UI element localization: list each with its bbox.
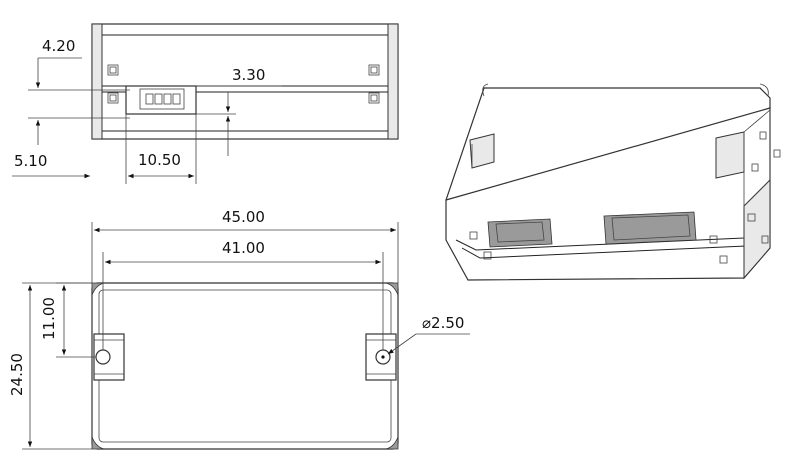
dim-label-10-50: 10.50 bbox=[138, 151, 181, 169]
dim-label-5-10: 5.10 bbox=[14, 152, 47, 170]
left-mount-hole bbox=[95, 349, 111, 365]
dim-label-3-30: 3.30 bbox=[232, 66, 265, 84]
dim-label-41-00: 41.00 bbox=[222, 239, 265, 257]
plan-view-outline bbox=[91, 282, 399, 450]
dim-label-11-00: 11.00 bbox=[40, 297, 58, 340]
dim-label-45-00: 45.00 bbox=[222, 208, 265, 226]
dimension-5-10: 5.10 bbox=[12, 117, 130, 179]
dimension-4-20: 4.20 bbox=[28, 37, 130, 91]
dimension-diameter-2-50: ⌀2.50 bbox=[387, 314, 470, 355]
dimension-41-00: 41.00 bbox=[102, 239, 384, 350]
isometric-view bbox=[445, 83, 781, 281]
dim-label-4-20: 4.20 bbox=[42, 37, 75, 55]
side-view-outline bbox=[91, 23, 399, 140]
dimension-24-50: 24.50 bbox=[8, 282, 92, 450]
dimension-10-50: 10.50 bbox=[125, 114, 197, 184]
dimension-11-00: 11.00 bbox=[40, 282, 96, 358]
plan-view bbox=[91, 282, 399, 450]
iso-window-opening bbox=[603, 211, 697, 245]
dimension-45-00: 45.00 bbox=[91, 208, 399, 283]
connector-detail bbox=[125, 85, 197, 115]
dim-label-24-50: 24.50 bbox=[8, 353, 26, 396]
dim-label-diameter: ⌀2.50 bbox=[422, 314, 464, 332]
dimension-3-30: 3.30 bbox=[196, 66, 282, 156]
